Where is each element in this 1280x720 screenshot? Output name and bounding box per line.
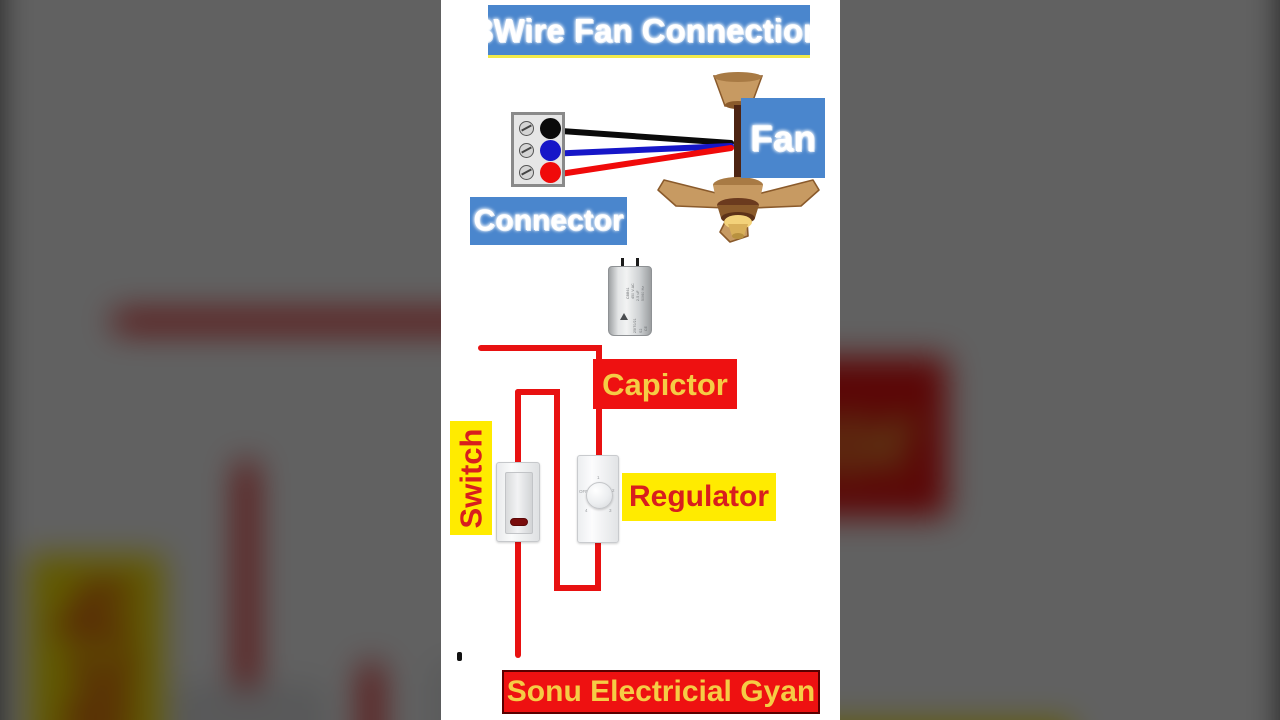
wire-switch-top-bend [515,389,560,546]
label-capacitor: Capictor [593,359,737,409]
regulator-mark-off: OFF [579,489,588,494]
capacitor-marking: S2 [639,328,643,333]
capacitor-marking: CE [644,325,648,331]
wire-regulator-loop [554,540,601,591]
switch-indicator-lamp [510,518,528,526]
screw-icon [519,165,534,180]
capacitor-pin [621,258,624,272]
capacitor-marking: 25/70/21 [633,318,637,333]
wire-end-marker [457,652,462,661]
label-fan: Fan [741,98,825,178]
label-switch-text: Switch [453,428,489,528]
regulator-knob[interactable] [586,482,613,509]
capacitor-marking: 450 V.AC [631,283,635,299]
capacitor-component: CBB61 450 V.AC 2.5 uF 50/60 Hz 25/70/21 … [608,258,652,336]
regulator-mark-3: 3 [609,508,612,513]
capacitor-marking: CBB61 [626,287,630,299]
regulator-mark-1: 1 [597,475,600,480]
wire-blue [544,143,734,157]
page-title: 3Wire Fan Connection [475,5,823,55]
regulator-mark-4: 4 [585,508,588,513]
screw-icon [519,143,534,158]
wire-red [544,145,734,179]
capacitor-body: CBB61 450 V.AC 2.5 uF 50/60 Hz 25/70/21 … [608,266,652,336]
wire-black [544,127,734,146]
connector-block [511,112,565,187]
capacitor-pin [636,258,639,272]
red-terminal [540,162,561,183]
wire-capacitor-branch [478,345,602,473]
label-regulator: Regulator [622,473,776,521]
regulator-mark-2: 2 [612,488,615,493]
content-panel: CBB61 450 V.AC 2.5 uF 50/60 Hz 25/70/21 … [441,0,840,720]
fan-regulator[interactable]: OFF 1 2 3 4 [577,455,619,543]
blue-terminal [540,140,561,161]
black-terminal [540,118,561,139]
capacitor-marking: 2.5 uF [636,290,640,301]
capacitor-marking: 50/60 Hz [641,285,645,301]
channel-watermark: Sonu Electricial Gyan [502,670,820,714]
label-connector: Connector [470,197,627,245]
screw-icon [519,121,534,136]
title-underline [488,55,810,58]
warning-triangle-icon [620,313,628,320]
rocker-switch[interactable] [496,462,540,542]
label-switch: Switch [450,421,492,535]
